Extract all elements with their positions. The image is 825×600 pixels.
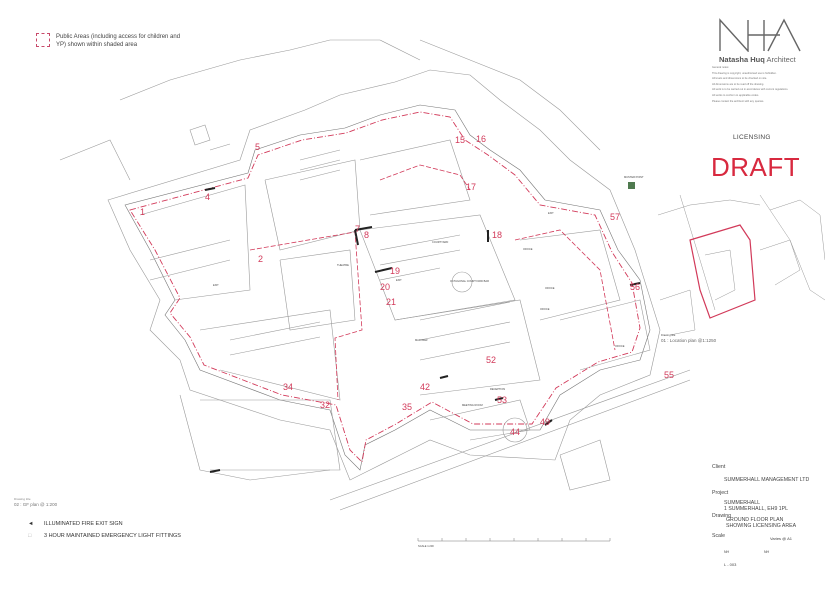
point-number: 15 (455, 135, 465, 145)
point-number: 44 (510, 427, 520, 437)
point-number: 16 (476, 134, 486, 144)
label-main-bar: MAIN BAR (415, 338, 428, 342)
drawing-number: L - 003 (724, 562, 737, 567)
label-octagonal-bar: OCTAGONAL COURTYARD BAR (450, 279, 489, 283)
scale-value: Varies @ A1 (770, 536, 792, 541)
point-number: 19 (390, 266, 400, 276)
public-area-legend-text: Public Areas (including access for child… (56, 34, 181, 48)
point-number: 4 (205, 192, 210, 202)
point-numbers: 1 2 4 5 7 8 15 16 17 18 19 20 21 32 34 3… (140, 134, 674, 437)
point-number: 8 (364, 230, 369, 240)
label-courtyard: COURTYARD (432, 240, 448, 244)
scale-bar (417, 538, 611, 542)
point-number: 5 (255, 142, 260, 152)
label-office: OFFICE (523, 247, 533, 251)
architect-name: Natasha Huq Architect (719, 55, 796, 64)
location-plan-caption-small: Drawing title (661, 333, 676, 337)
drawing-label: Drawing (712, 513, 732, 519)
public-area-boundary (129, 111, 641, 463)
muster-point-label: MUSTER POINT (624, 175, 644, 179)
label-exit: EXIT (213, 283, 219, 287)
point-number: 49 (540, 417, 550, 427)
point-number: 18 (492, 230, 502, 240)
point-number: 21 (386, 297, 396, 307)
context-linework (59, 39, 691, 511)
project-label: Project (712, 490, 729, 496)
plan-caption-small: Drawing title (14, 497, 31, 501)
point-number: 56 (630, 282, 640, 292)
key-fire-exit: ◄ILLUMINATED FIRE EXIT SIGN (28, 521, 123, 527)
checked-by: NH (764, 550, 770, 554)
point-number: 7 (355, 224, 360, 234)
drawn-by: NH (724, 550, 730, 554)
location-plan (657, 194, 825, 336)
point-number: 57 (610, 212, 620, 222)
label-office: OFFICE (615, 344, 625, 348)
point-number: 20 (380, 282, 390, 292)
label-exit: EXIT (548, 211, 554, 215)
label-exit: EXIT (396, 278, 402, 282)
point-number: 1 (140, 207, 145, 217)
point-number: 17 (466, 182, 476, 192)
label-meeting-room: MEETING ROOM (462, 403, 483, 407)
scale-label: SCALE 1:200 (418, 544, 434, 548)
muster-point-marker (628, 182, 635, 189)
plan-caption: 02 : GF plan @ 1:200 (14, 502, 58, 507)
fire-exit-markers (204, 187, 641, 473)
general-notes: General notes:This drawing is copyright,… (712, 66, 789, 103)
point-number: 52 (486, 355, 496, 365)
public-area-legend-key (36, 33, 50, 47)
client-label: Client (712, 464, 726, 470)
label-reception: RECEPTION (490, 387, 505, 391)
point-number: 42 (420, 382, 430, 392)
scale-field-label: Scale (712, 533, 725, 539)
public-area-internal-boundary (249, 231, 363, 401)
public-area-internal-boundary (514, 229, 616, 351)
point-number: 55 (664, 370, 674, 380)
location-plan-caption: 01 : Location plan @1:1250 (661, 338, 717, 343)
point-number: 2 (258, 254, 263, 264)
point-number: 53 (497, 395, 507, 405)
drawing-status: LICENSING (733, 134, 771, 141)
key-emergency-light: □3 HOUR MAINTAINED EMERGENCY LIGHT FITTI… (28, 533, 181, 539)
client-name: SUMMERHALL MANAGEMENT LTD (724, 477, 810, 483)
label-office: OFFICE (540, 307, 550, 311)
label-office: OFFICE (545, 286, 555, 290)
label-theatre: THEATRE (337, 263, 349, 267)
point-number: 34 (283, 382, 293, 392)
draft-stamp: DRAFT (711, 152, 801, 182)
point-number: 32 (320, 400, 330, 410)
nha-logo (719, 18, 801, 52)
point-number: 35 (402, 402, 412, 412)
public-area-internal-boundary (379, 164, 471, 191)
